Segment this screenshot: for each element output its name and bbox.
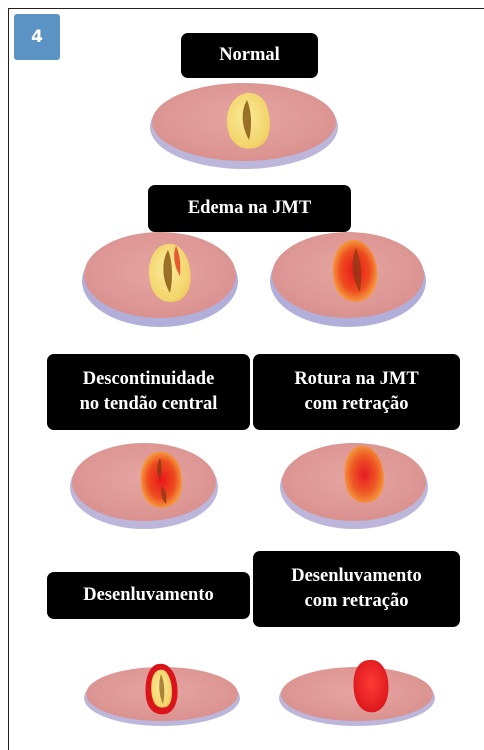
label-descontinuidade: Descontinuidade no tendão central	[47, 354, 250, 430]
figure-number-badge: 4	[14, 14, 60, 60]
label-descontinuidade-text: Descontinuidade no tendão central	[79, 369, 218, 414]
label-desenluvamento: Desenluvamento	[47, 572, 250, 619]
label-normal: Normal	[181, 33, 318, 78]
label-desenluvamento-retracao: Desenluvamento com retração	[253, 551, 460, 627]
figure-frame	[8, 8, 484, 750]
label-edema-text: Edema na JMT	[187, 198, 312, 219]
ellipse-normal	[150, 83, 338, 169]
ellipse-descontinuidade	[70, 443, 218, 529]
ellipse-desenluvamento-retracao	[279, 659, 435, 726]
ellipse-desenluvamento	[84, 663, 240, 726]
label-desenluvamento-text: Desenluvamento	[83, 585, 214, 606]
ellipse-edema-left	[82, 232, 238, 327]
ellipse-edema-right	[270, 232, 426, 327]
label-desenluvamento-retracao-text: Desenluvamento com retração	[291, 566, 422, 611]
label-rotura: Rotura na JMT com retração	[253, 354, 460, 430]
ellipse-rotura	[280, 443, 428, 529]
label-normal-text: Normal	[219, 45, 280, 66]
label-rotura-text: Rotura na JMT com retração	[294, 369, 419, 414]
label-edema: Edema na JMT	[148, 185, 351, 232]
